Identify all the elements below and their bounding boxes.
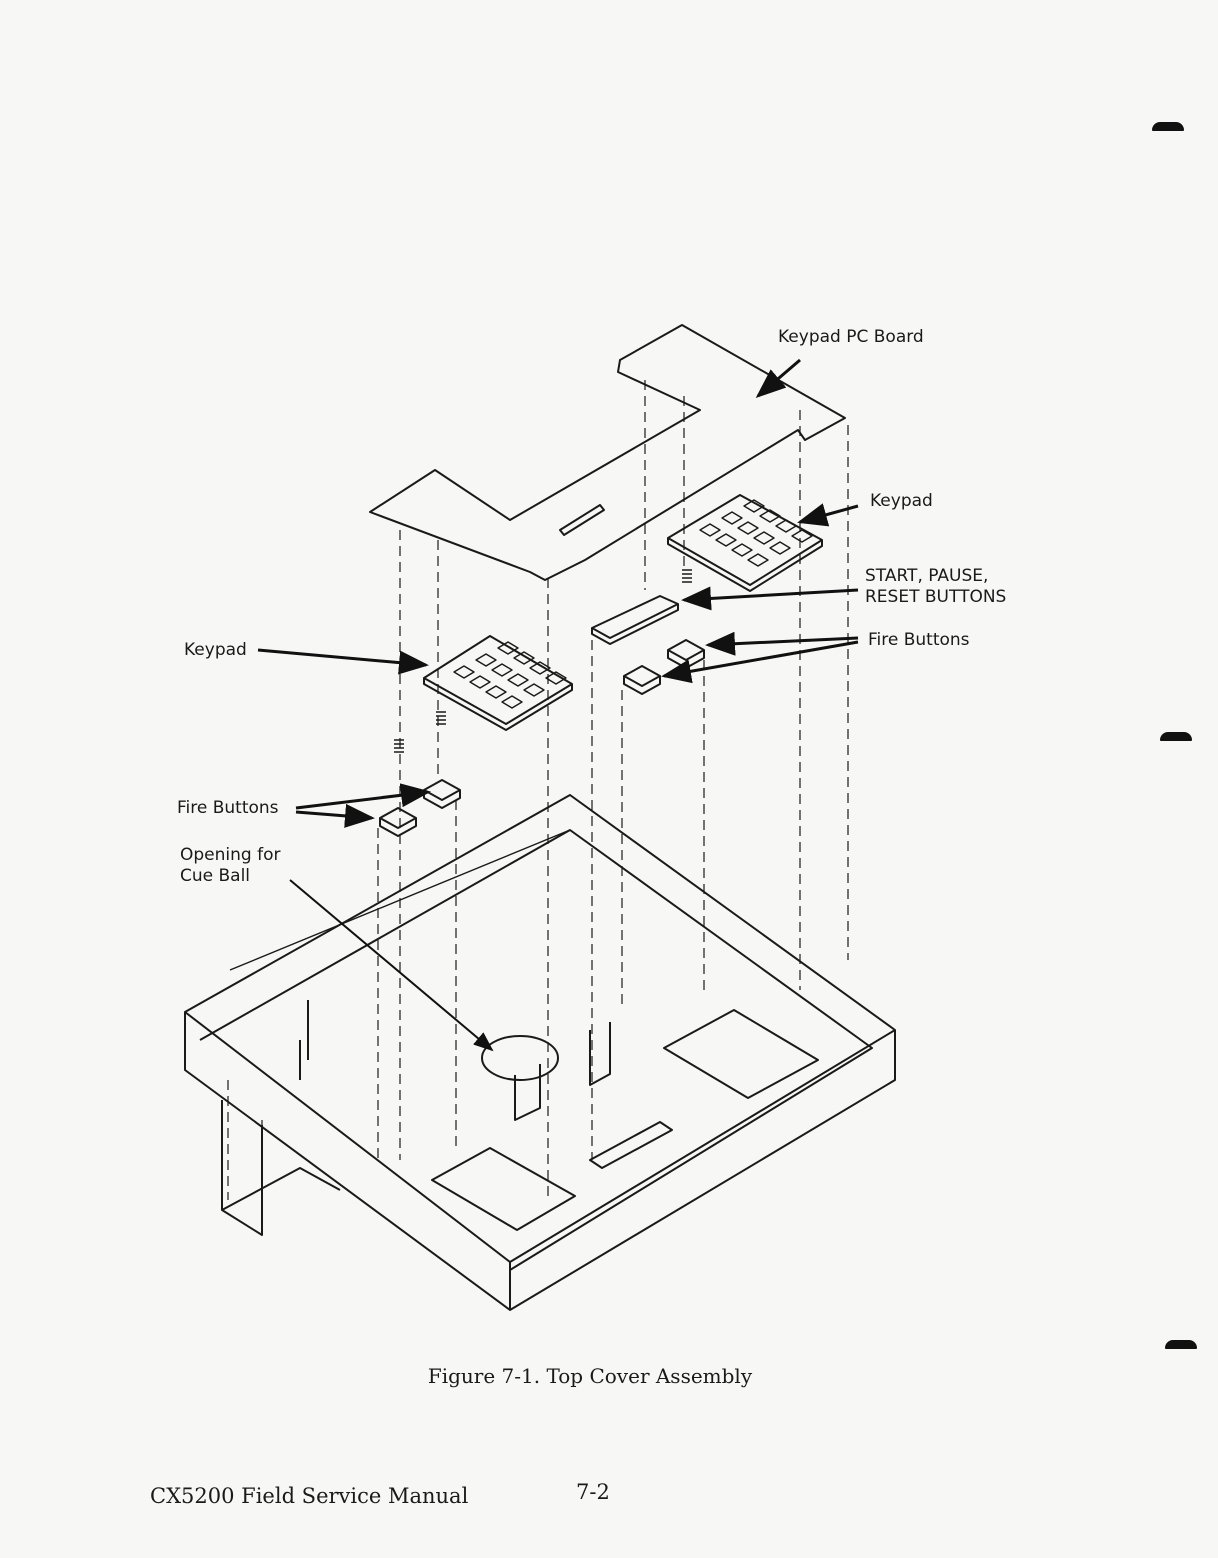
top-cover-housing-part [185, 795, 895, 1310]
keypad-left-arrow [258, 650, 426, 665]
label-fire-buttons-right: Fire Buttons [868, 630, 970, 651]
binder-mark-bottom [1165, 1340, 1197, 1349]
keypad-right-arrow [800, 506, 858, 522]
binder-mark-middle [1160, 732, 1192, 741]
label-opening-line2: Cue Ball [180, 866, 250, 887]
right-fire-buttons-part [624, 640, 704, 694]
left-keypad-part [424, 636, 572, 730]
label-fire-buttons-left: Fire Buttons [177, 798, 279, 819]
footer-manual-title: CX5200 Field Service Manual [150, 1484, 468, 1508]
label-keypad-pc-board: Keypad PC Board [778, 327, 924, 348]
label-start-pause-line1: START, PAUSE, [865, 566, 988, 587]
left-fire-buttons-part [380, 780, 460, 836]
right-keypad-part [668, 495, 822, 591]
start-pause-arrow [684, 590, 858, 600]
pcboard-arrow [758, 360, 800, 396]
keypad-pc-board-part [370, 325, 845, 580]
figure-caption: Figure 7-1. Top Cover Assembly [0, 1364, 1180, 1388]
label-start-pause-line2: RESET BUTTONS [865, 587, 1006, 608]
springs-part [394, 570, 692, 752]
footer-page-number: 7-2 [576, 1480, 610, 1504]
leader-arrows [258, 360, 858, 1050]
opening-arrow [290, 880, 492, 1050]
binder-mark-top [1152, 122, 1184, 131]
label-keypad-right: Keypad [870, 491, 933, 512]
start-pause-reset-part [592, 596, 678, 644]
label-keypad-left: Keypad [184, 640, 247, 661]
label-opening-line1: Opening for [180, 845, 280, 866]
